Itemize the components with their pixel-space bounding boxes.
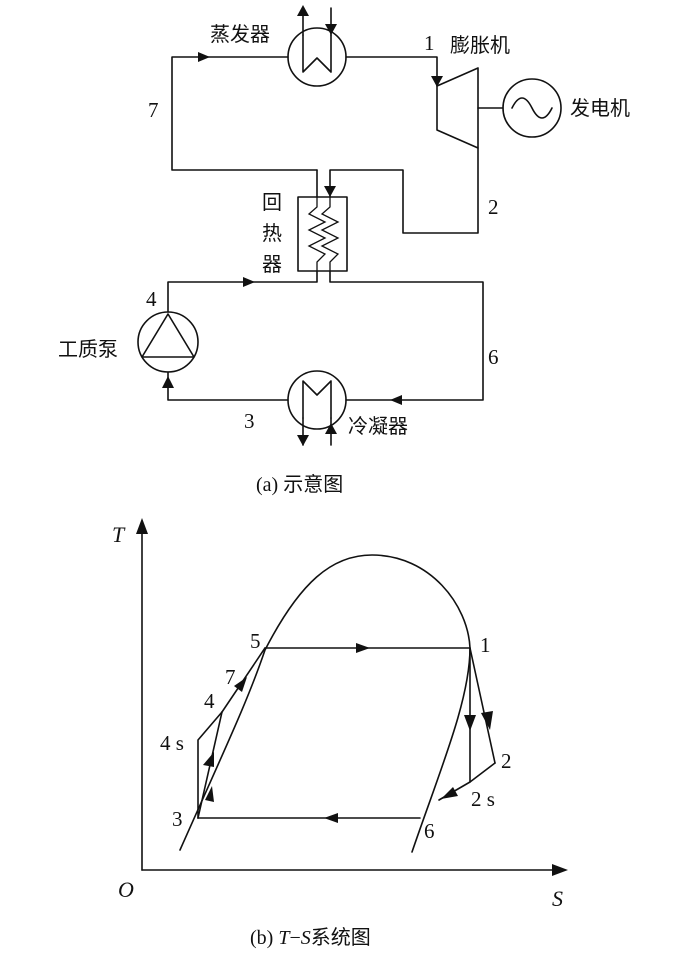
pipe-1 (345, 56, 438, 87)
condenser (287, 370, 347, 446)
generator (502, 78, 562, 138)
pipe-2 (329, 147, 479, 234)
pipe-7 (171, 56, 318, 171)
ts-diagram: T S O 1 2 2 s 3 4 4 s 5 6 (112, 518, 568, 949)
schematic-diagram: 蒸发器 发电机 膨胀机 回 热 器 (58, 5, 630, 496)
ts-state-2s: 2 s (471, 787, 495, 811)
expander-label: 膨胀机 (450, 33, 510, 57)
process-1-2 (469, 647, 496, 764)
evaporator (287, 5, 347, 87)
ts-state-3: 3 (172, 807, 183, 831)
pump-label: 工质泵 (58, 337, 118, 361)
pipe-4 (167, 270, 318, 313)
state-6-label: 6 (488, 345, 499, 369)
caption-b: (b) T−S系统图 (250, 926, 371, 949)
ts-state-5: 5 (250, 629, 261, 653)
ts-state-4: 4 (204, 689, 215, 713)
condenser-label: 冷凝器 (348, 414, 408, 438)
regenerator-label-3: 器 (262, 252, 282, 276)
s-axis-label: S (552, 886, 563, 911)
generator-label: 发电机 (570, 96, 630, 120)
ts-state-2: 2 (501, 749, 512, 773)
state-4-label: 4 (146, 287, 157, 311)
working-fluid-pump (137, 311, 199, 373)
ts-state-6: 6 (424, 819, 435, 843)
regenerator-label-2: 热 (262, 221, 282, 245)
ts-state-1: 1 (480, 633, 491, 657)
t-axis-label: T (112, 522, 126, 547)
process-3-4s-4 (197, 711, 223, 819)
origin-label: O (118, 877, 134, 902)
state-3-label: 3 (244, 409, 255, 433)
regenerator-label-1: 回 (262, 190, 282, 214)
regenerator (297, 169, 348, 272)
ts-state-7: 7 (225, 665, 236, 689)
state-1-label: 1 (424, 31, 435, 55)
pipe-3 (167, 371, 289, 401)
pipe-6 (329, 270, 484, 401)
expander (436, 67, 479, 149)
state-7-label: 7 (148, 98, 159, 122)
evaporator-label: 蒸发器 (210, 22, 270, 46)
caption-a: (a) 示意图 (256, 473, 343, 496)
state-2-label: 2 (488, 195, 499, 219)
ts-state-4s: 4 s (160, 731, 184, 755)
saturation-dome (179, 554, 471, 853)
